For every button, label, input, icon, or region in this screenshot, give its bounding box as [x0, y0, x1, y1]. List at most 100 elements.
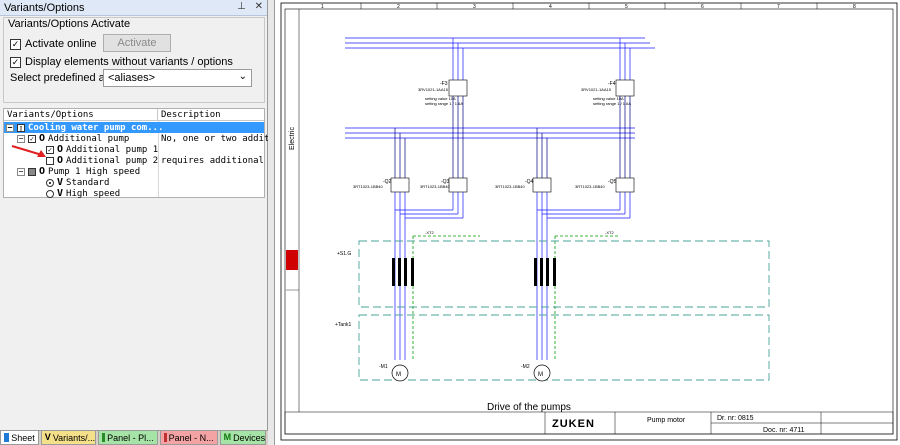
activate-button[interactable]: Activate — [103, 34, 171, 52]
chevron-down-icon[interactable]: ⌄ — [238, 71, 247, 82]
ruler-number: 3 — [473, 4, 476, 10]
setting-range: setting range 1 / 1.6A — [425, 101, 463, 106]
collapse-icon[interactable]: − — [17, 133, 25, 143]
ruler-number: 4 — [549, 4, 552, 10]
radio-selected-icon[interactable] — [46, 178, 54, 187]
device-type-label: 3RV1021-1AA15 — [418, 87, 449, 92]
tab-devices[interactable]: M Devices — [219, 431, 266, 445]
tree-row-label: Standard — [66, 177, 110, 188]
tab-sheet[interactable]: Sheet — [0, 431, 39, 445]
option-icon: O — [39, 166, 46, 177]
variants-panel: Variants/Options ⊥ ✕ Variants/Options Ac… — [0, 0, 291, 430]
ruler-number: 6 — [701, 4, 704, 10]
option-icon: O — [39, 133, 46, 144]
option-icon: O — [57, 144, 64, 155]
variant-icon: V — [57, 177, 64, 188]
activate-online-row[interactable]: ✓ Activate online — [10, 38, 97, 50]
checkbox-checked-icon[interactable]: ✓ — [28, 134, 36, 143]
product-icon: ▯ — [17, 123, 25, 132]
tab-label: Panel - Pl... — [107, 432, 154, 443]
device-label: -Q5 — [608, 179, 617, 185]
option-icon: O — [57, 155, 64, 166]
zone-tank1 — [358, 314, 770, 381]
panel-icon — [102, 433, 106, 442]
terminal-blocks — [392, 258, 556, 286]
setting-label: setting value 10A — [593, 96, 624, 101]
annotation-arrow-icon — [11, 145, 46, 157]
collapse-icon[interactable]: − — [17, 166, 25, 176]
device-label: -Q4 — [525, 179, 534, 185]
display-without-row[interactable]: ✓ Display elements without variants / op… — [10, 56, 233, 68]
tab-variants[interactable]: V Variants/... — [40, 431, 97, 445]
variant-icon: V — [57, 188, 64, 199]
activate-online-checkbox[interactable]: ✓ — [10, 38, 21, 50]
activate-online-label: Activate online — [25, 38, 97, 50]
device-type-label: 3RT1023-1BB40 — [575, 184, 606, 189]
collapse-icon[interactable]: − — [6, 122, 14, 132]
close-icon[interactable]: ✕ — [254, 1, 263, 12]
sheet-icon — [4, 433, 10, 442]
tab-label: Sheet — [11, 432, 35, 443]
ruler-number: 5 — [625, 4, 628, 10]
alias-select[interactable]: <aliases> ⌄ — [103, 69, 252, 87]
alias-value: <aliases> — [108, 72, 156, 84]
display-without-label: Display elements without variants / opti… — [25, 56, 233, 68]
panel-title: Variants/Options — [4, 2, 85, 14]
device-type-label: 3RV1021-1AA15 — [581, 87, 612, 92]
tree-row[interactable]: V Standard — [4, 177, 264, 188]
device-type-label: 3RT1023-1BB40 — [495, 184, 526, 189]
tree-row-label: Additional pump 1 — [66, 144, 159, 155]
checkbox-partial-icon[interactable] — [28, 167, 36, 176]
title-block — [284, 411, 894, 435]
checkbox-unchecked-icon[interactable] — [46, 156, 54, 165]
side-label: Electric — [289, 127, 296, 150]
motor-wiring — [394, 192, 631, 360]
group-legend: Variants/Options Activate — [8, 18, 131, 30]
tree-row[interactable]: − ✓ O Additional pump No, one or two add… — [4, 133, 291, 144]
sheet-caption: Drive of the pumps — [487, 402, 571, 413]
supply-wiring — [345, 37, 655, 139]
checkbox-checked-icon[interactable]: ✓ — [46, 145, 54, 154]
tree-row-label: Additional pump — [48, 133, 130, 144]
ruler-number: 8 — [853, 4, 856, 10]
zone-s1g — [358, 240, 770, 308]
tab-panel-pl[interactable]: Panel - Pl... — [98, 431, 158, 445]
pin-icon[interactable]: ⊥ — [237, 1, 246, 12]
device-label: -Q3 — [441, 179, 450, 185]
radio-unselected-icon[interactable] — [46, 189, 54, 198]
schematic-sheet[interactable]: 1 2 3 4 5 6 7 8 Electric — [274, 0, 900, 445]
device-label: -XT2 — [605, 230, 614, 235]
col-header-name[interactable]: Variants/Options — [4, 109, 158, 120]
display-without-checkbox[interactable]: ✓ — [10, 56, 21, 68]
tree-row[interactable]: V High speed — [4, 188, 264, 199]
devices-icon: M — [223, 432, 232, 442]
ruler-number: 7 — [777, 4, 780, 10]
tab-label: Panel - N... — [168, 432, 214, 443]
tab-panel-n[interactable]: Panel - N... — [159, 431, 218, 445]
pe-wiring — [412, 235, 620, 360]
zone-label: +Tank1 — [335, 322, 351, 328]
device-label: -M1 — [379, 364, 388, 370]
variants-tree: Variants/Options Description − ▯ Cooling… — [3, 108, 291, 199]
tree-row[interactable]: − O Pump 1 High speed — [4, 166, 264, 177]
splitter[interactable] — [268, 0, 274, 445]
tree-row[interactable]: − ▯ Cooling water pump com... — [4, 122, 264, 133]
tree-row-desc: No, one or two additi... — [161, 133, 292, 144]
tree-row[interactable]: O Additional pump 2 requires additional … — [4, 155, 286, 166]
tree-row[interactable]: ✓ O Additional pump 1 — [4, 144, 264, 155]
setting-label: setting value 10A — [425, 96, 456, 101]
col-header-desc[interactable]: Description — [161, 110, 221, 120]
ruler-number: 1 — [321, 4, 324, 10]
variant-icon: V — [44, 432, 51, 442]
motor-icon — [391, 364, 409, 382]
document-number: Doc. nr: 4711 — [763, 427, 805, 434]
tree-row-label: High speed — [66, 188, 121, 199]
panel-title-bar: Variants/Options ⊥ ✕ — [0, 0, 267, 16]
panel-icon — [163, 433, 167, 442]
ruler-number: 2 — [397, 4, 400, 10]
zone-label: +S1.G — [337, 251, 351, 257]
title-description: Pump motor — [647, 417, 686, 424]
activate-group: Variants/Options Activate ✓ Activate onl… — [3, 17, 265, 103]
tree-row-desc: requires additional ... — [161, 155, 286, 166]
